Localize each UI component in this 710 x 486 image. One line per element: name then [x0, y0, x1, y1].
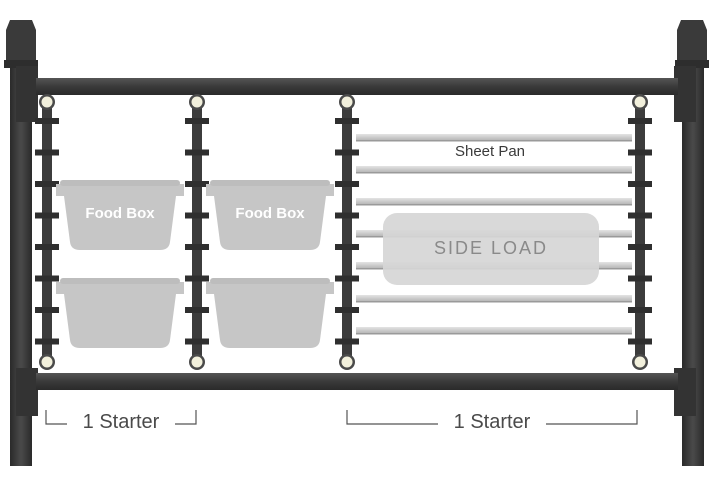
- food-box-label-1: Food Box: [85, 205, 155, 222]
- left-post: [4, 20, 38, 466]
- top-rail: [36, 78, 678, 95]
- food-boxes: [56, 180, 334, 348]
- sheet-pan-6: [356, 295, 632, 303]
- sheet-pan-2: [356, 166, 632, 174]
- indicator-light-icon: [341, 96, 353, 108]
- sheet-pans: [356, 134, 632, 335]
- food-box-4: [206, 278, 334, 348]
- starter-bracket-left: [45, 410, 197, 425]
- right-post: [674, 20, 709, 466]
- ladder-standards: [35, 94, 652, 370]
- ladder-standard-3: [335, 94, 359, 370]
- indicator-light-icon: [191, 356, 203, 368]
- indicator-light-icon: [634, 356, 646, 368]
- indicator-light-icon: [41, 356, 53, 368]
- sheet-pan-7: [356, 327, 632, 335]
- side-load-badge: [383, 213, 599, 285]
- side-load-label: SIDE LOAD: [433, 238, 549, 258]
- indicator-light-icon: [41, 96, 53, 108]
- food-box-1: [56, 180, 184, 250]
- starter-label-left: 1 Starter: [67, 411, 175, 434]
- ladder-standard-4: [628, 94, 652, 370]
- indicator-light-icon: [191, 96, 203, 108]
- food-box-label-2: Food Box: [235, 205, 305, 222]
- starter-label-right: 1 Starter: [438, 411, 546, 434]
- sheet-pan-1: [356, 134, 632, 142]
- food-box-3: [56, 278, 184, 348]
- ladder-standard-2: [185, 94, 209, 370]
- starter-bracket-right: [346, 410, 638, 425]
- indicator-light-icon: [634, 96, 646, 108]
- ladder-standard-1: [35, 94, 59, 370]
- indicator-light-icon: [341, 356, 353, 368]
- bottom-rail: [36, 373, 678, 390]
- sheet-pan-3: [356, 198, 632, 206]
- food-box-2: [206, 180, 334, 250]
- sheet-pan-label: Sheet Pan: [454, 143, 526, 160]
